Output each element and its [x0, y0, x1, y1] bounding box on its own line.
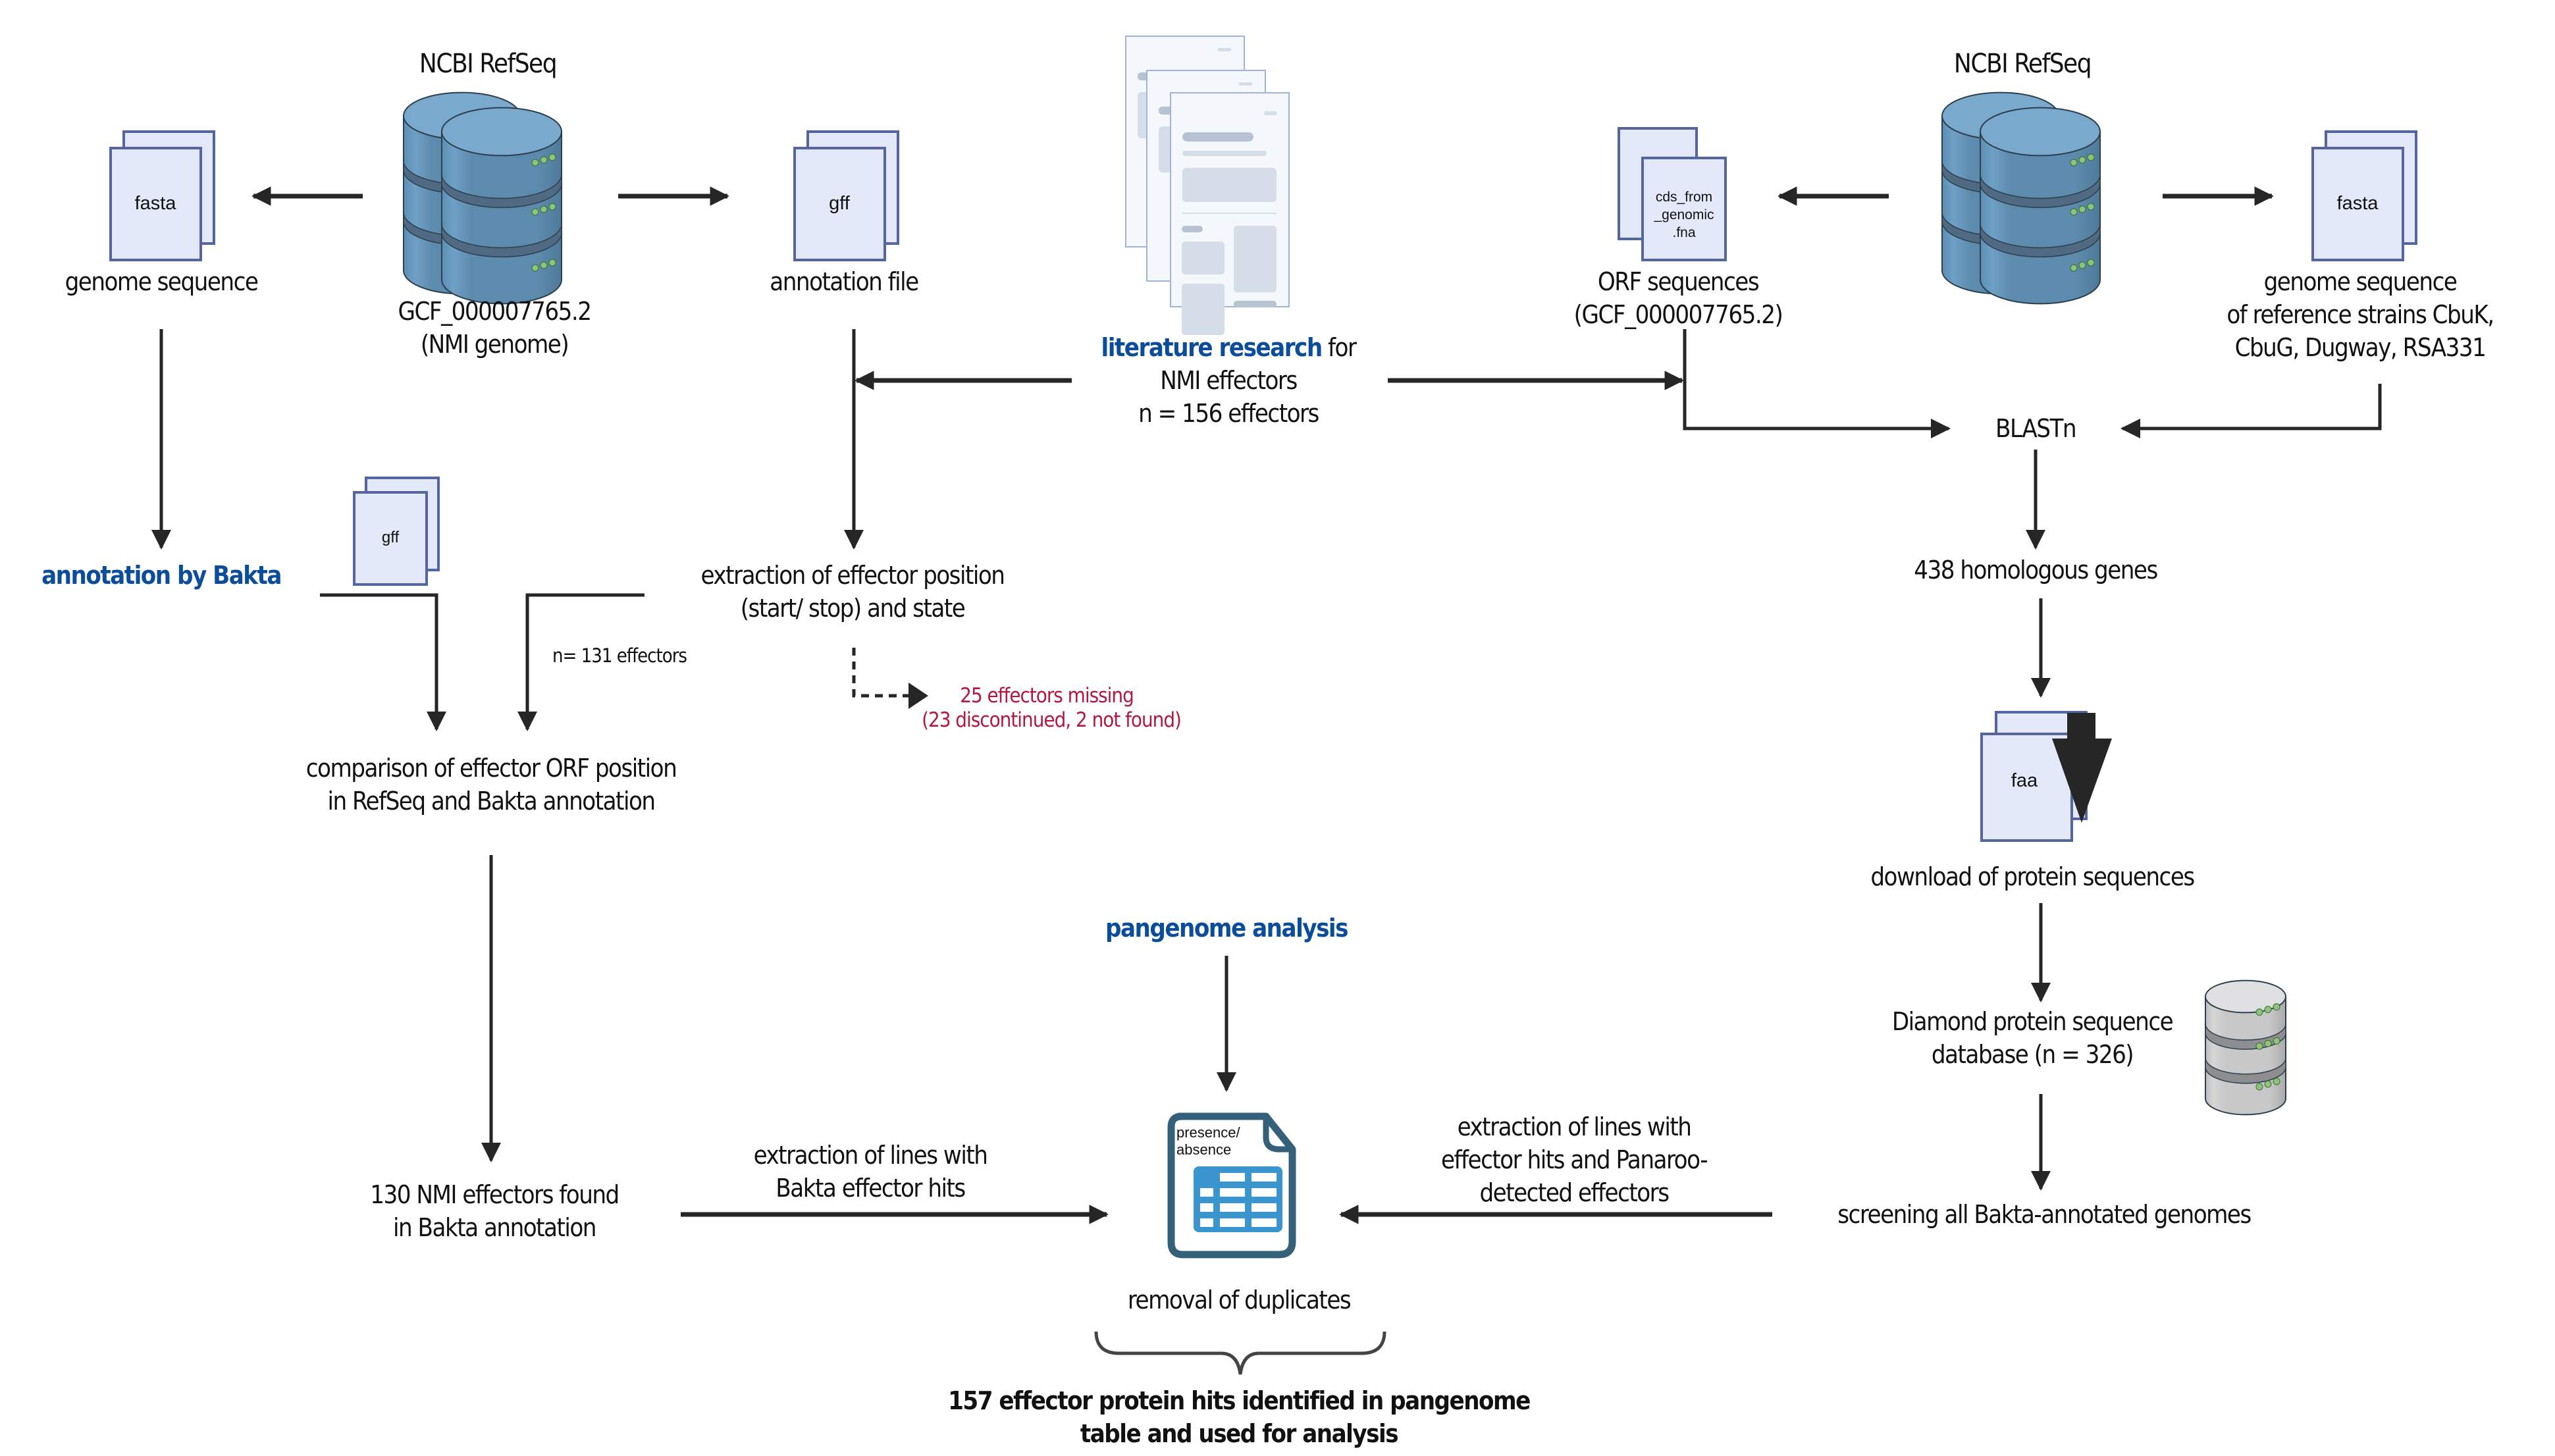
genome-sequence-caption: genome sequence — [65, 267, 259, 296]
connectors-thin — [151, 329, 2382, 1191]
file-label-orf-1: cds_from — [1656, 190, 1712, 205]
database-icon — [1941, 91, 2101, 305]
extract-panaroo-2: effector hits and Panaroo- — [1440, 1145, 1708, 1174]
extract-panaroo-3: detected effectors — [1479, 1178, 1670, 1207]
comparison-2: in RefSeq and Bakta annotation — [327, 787, 656, 816]
download-icon — [2052, 713, 2112, 823]
ref-genome-caption-1: genome sequence — [2263, 267, 2458, 296]
arrow-orf-to-blast — [1683, 329, 1951, 438]
missing-effectors-2: (23 discontinued, 2 not found) — [922, 708, 1182, 732]
n-effectors-label: n= 131 effectors — [552, 644, 687, 667]
documents-icon — [1125, 36, 1290, 335]
extract-bakta-lines-2: Bakta effector hits — [776, 1174, 966, 1203]
file-stack-icon: cds_from _genomic .fna — [1618, 127, 1727, 261]
comparison-1: comparison of effector ORF position — [305, 754, 677, 783]
file-stack-icon: fasta — [109, 130, 215, 261]
orf-caption-2: (GCF_000007765.2) — [1573, 300, 1783, 329]
table-label-1: presence/ — [1176, 1124, 1241, 1141]
spreadsheet-icon: presence/ absence — [1167, 1112, 1296, 1259]
table-label-2: absence — [1176, 1141, 1231, 1158]
file-label-fasta: fasta — [135, 193, 177, 214]
file-label-bakta-gff: gff — [382, 529, 400, 546]
blastn-label: BLASTn — [1995, 414, 2077, 443]
arrow-bakta-to-comparison — [320, 593, 446, 731]
bakta-annotation-label: annotation by Bakta — [41, 561, 282, 590]
literature-highlight: literature research — [1101, 333, 1323, 362]
extract-bakta-lines-1: extraction of lines with — [753, 1141, 988, 1170]
file-stack-icon: gff — [353, 477, 440, 586]
screening-label: screening all Bakta-annotated genomes — [1837, 1200, 2252, 1229]
file-label-ref-fasta: fasta — [2337, 193, 2379, 214]
arrow-missing-dashed — [852, 648, 909, 698]
annotation-file-caption: annotation file — [770, 267, 919, 296]
file-label-faa: faa — [2011, 770, 2038, 791]
download-protein-label: download of protein sequences — [1870, 862, 2195, 891]
connectors — [251, 186, 2274, 390]
ref-genome-caption-2: of reference strains CbuK, — [2226, 300, 2494, 329]
literature-line-3: n = 156 effectors — [1138, 399, 1319, 428]
diamond-db-1: Diamond protein sequence — [1891, 1007, 2174, 1036]
db-caption-left-2: (NMI genome) — [420, 330, 569, 359]
database-icon — [403, 91, 562, 305]
homologous-genes-label: 438 homologous genes — [1914, 556, 2158, 585]
db-title-left: NCBI RefSeq — [419, 49, 558, 79]
file-label-orf-3: .fna — [1672, 225, 1695, 240]
file-stack-icon: gff — [793, 130, 899, 261]
ref-genome-caption-3: CbuG, Dugway, RSA331 — [2234, 333, 2487, 362]
db-caption-left-1: GCF_000007765.2 — [398, 297, 592, 326]
extraction-position-2: (start/ stop) and state — [740, 594, 966, 623]
extraction-position-1: extraction of effector position — [700, 561, 1005, 590]
db-title-right: NCBI RefSeq — [1953, 49, 2092, 79]
diamond-db-2: database (n = 326) — [1931, 1040, 2134, 1069]
result-line-2: table and used for analysis — [1080, 1419, 1399, 1448]
removal-duplicates-label: removal of duplicates — [1127, 1286, 1352, 1314]
file-label-orf-2: _genomic — [1653, 207, 1714, 222]
database-icon — [2205, 979, 2286, 1116]
literature-line-1-rest: for — [1321, 333, 1357, 362]
orf-caption-1: ORF sequences — [1597, 267, 1760, 296]
arrow-extraction-to-comparison — [517, 593, 645, 731]
file-stack-icon: fasta — [2311, 130, 2417, 261]
literature-line-2: NMI effectors — [1160, 366, 1298, 395]
extract-panaroo-1: extraction of lines with — [1457, 1112, 1692, 1141]
arrow-missing-head — [909, 683, 928, 709]
literature-line-1: literature research for — [1101, 331, 1357, 364]
missing-effectors-1: 25 effectors missing — [960, 684, 1134, 708]
result-line-1: 157 effector protein hits identified in … — [948, 1386, 1531, 1415]
found-effectors-1: 130 NMI effectors found — [370, 1180, 619, 1209]
found-effectors-2: in Bakta annotation — [393, 1213, 596, 1242]
arrow-ref-to-blast — [2120, 384, 2382, 438]
brace — [1094, 1331, 1386, 1375]
pangenome-analysis-label: pangenome analysis — [1105, 914, 1348, 943]
file-label-gff: gff — [829, 193, 851, 214]
